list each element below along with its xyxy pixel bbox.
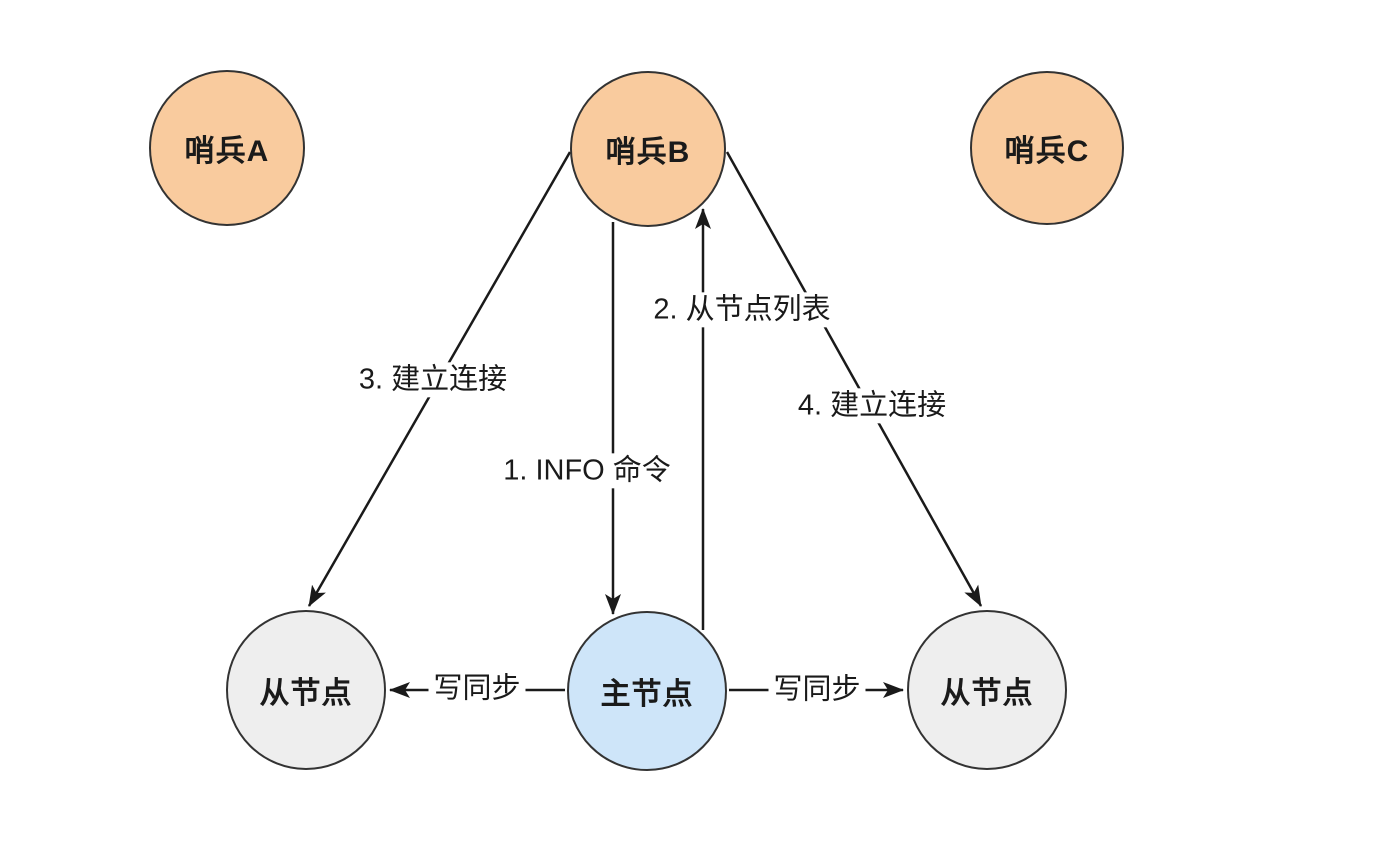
edge-line-group — [307, 151, 983, 698]
edge-connect-left — [307, 151, 572, 607]
edge-connect-right — [725, 151, 983, 607]
